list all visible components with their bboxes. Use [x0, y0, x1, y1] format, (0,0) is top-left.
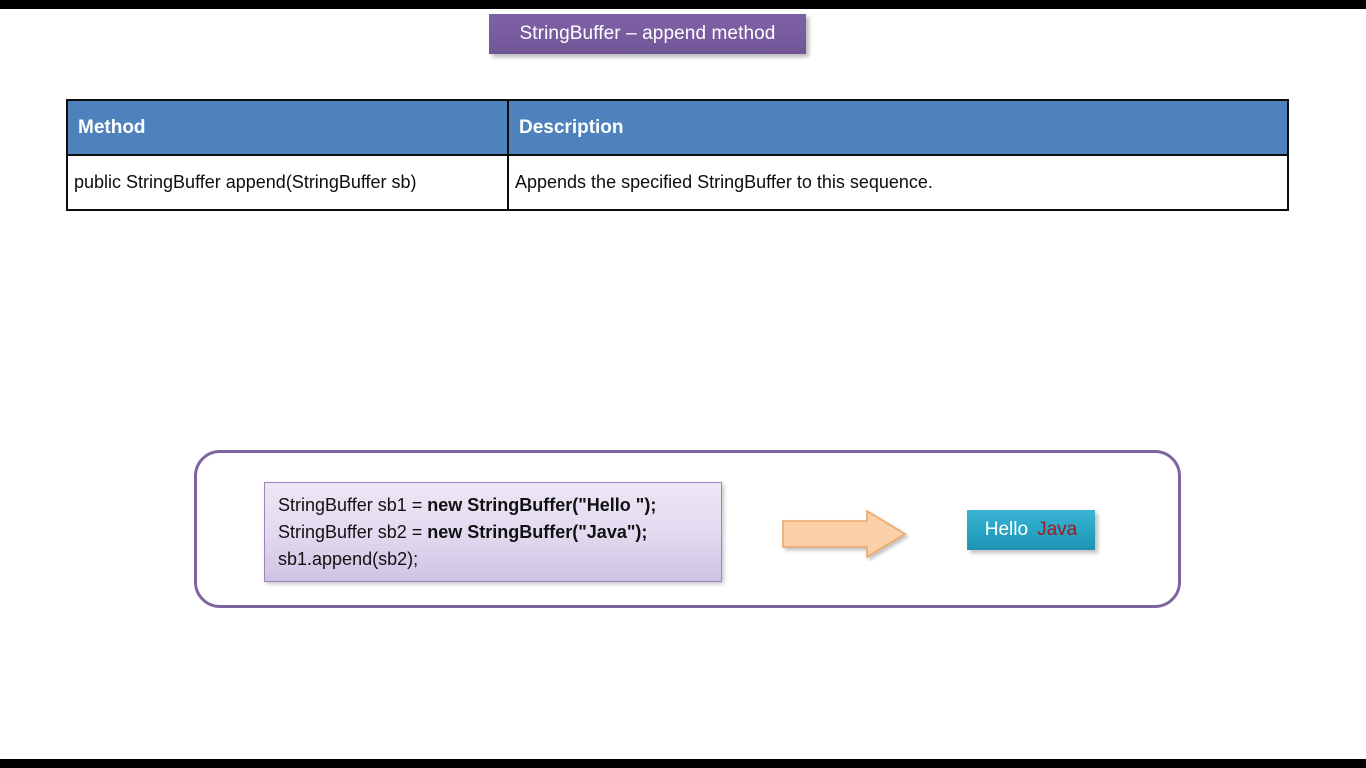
code-line-1: StringBuffer sb1 = new StringBuffer("Hel…	[278, 492, 721, 519]
table-header-row: Method Description	[66, 99, 1289, 156]
letterbox-top-bar	[0, 0, 1366, 9]
table-header-method: Method	[66, 99, 509, 156]
table-row: public StringBuffer append(StringBuffer …	[66, 154, 1289, 211]
code-line-2-plain: StringBuffer sb2 =	[278, 522, 428, 542]
code-snippet-panel: StringBuffer sb1 = new StringBuffer("Hel…	[264, 482, 722, 582]
letterbox-bottom-bar	[0, 759, 1366, 768]
code-line-1-bold: new StringBuffer("Hello ");	[427, 495, 657, 515]
output-word-java: Java	[1037, 519, 1078, 540]
output-word-hello: Hello	[984, 519, 1029, 540]
code-line-2: StringBuffer sb2 = new StringBuffer("Jav…	[278, 519, 721, 546]
output-result-text: Hello Java	[985, 519, 1077, 541]
table-cell-method: public StringBuffer append(StringBuffer …	[66, 154, 509, 211]
code-line-3: sb1.append(sb2);	[278, 546, 721, 573]
code-line-3-plain: sb1.append(sb2);	[278, 549, 419, 569]
right-arrow-icon	[781, 509, 909, 561]
slide-title-banner: StringBuffer – append method	[489, 14, 806, 54]
method-description-table: Method Description public StringBuffer a…	[66, 99, 1289, 211]
table-cell-description: Appends the specified StringBuffer to th…	[507, 154, 1289, 211]
table-header-description: Description	[507, 99, 1289, 156]
code-line-1-plain: StringBuffer sb1 =	[278, 495, 428, 515]
output-result-box: Hello Java	[967, 510, 1095, 550]
code-line-2-bold: new StringBuffer("Java");	[427, 522, 648, 542]
slide-title-text: StringBuffer – append method	[519, 23, 776, 44]
